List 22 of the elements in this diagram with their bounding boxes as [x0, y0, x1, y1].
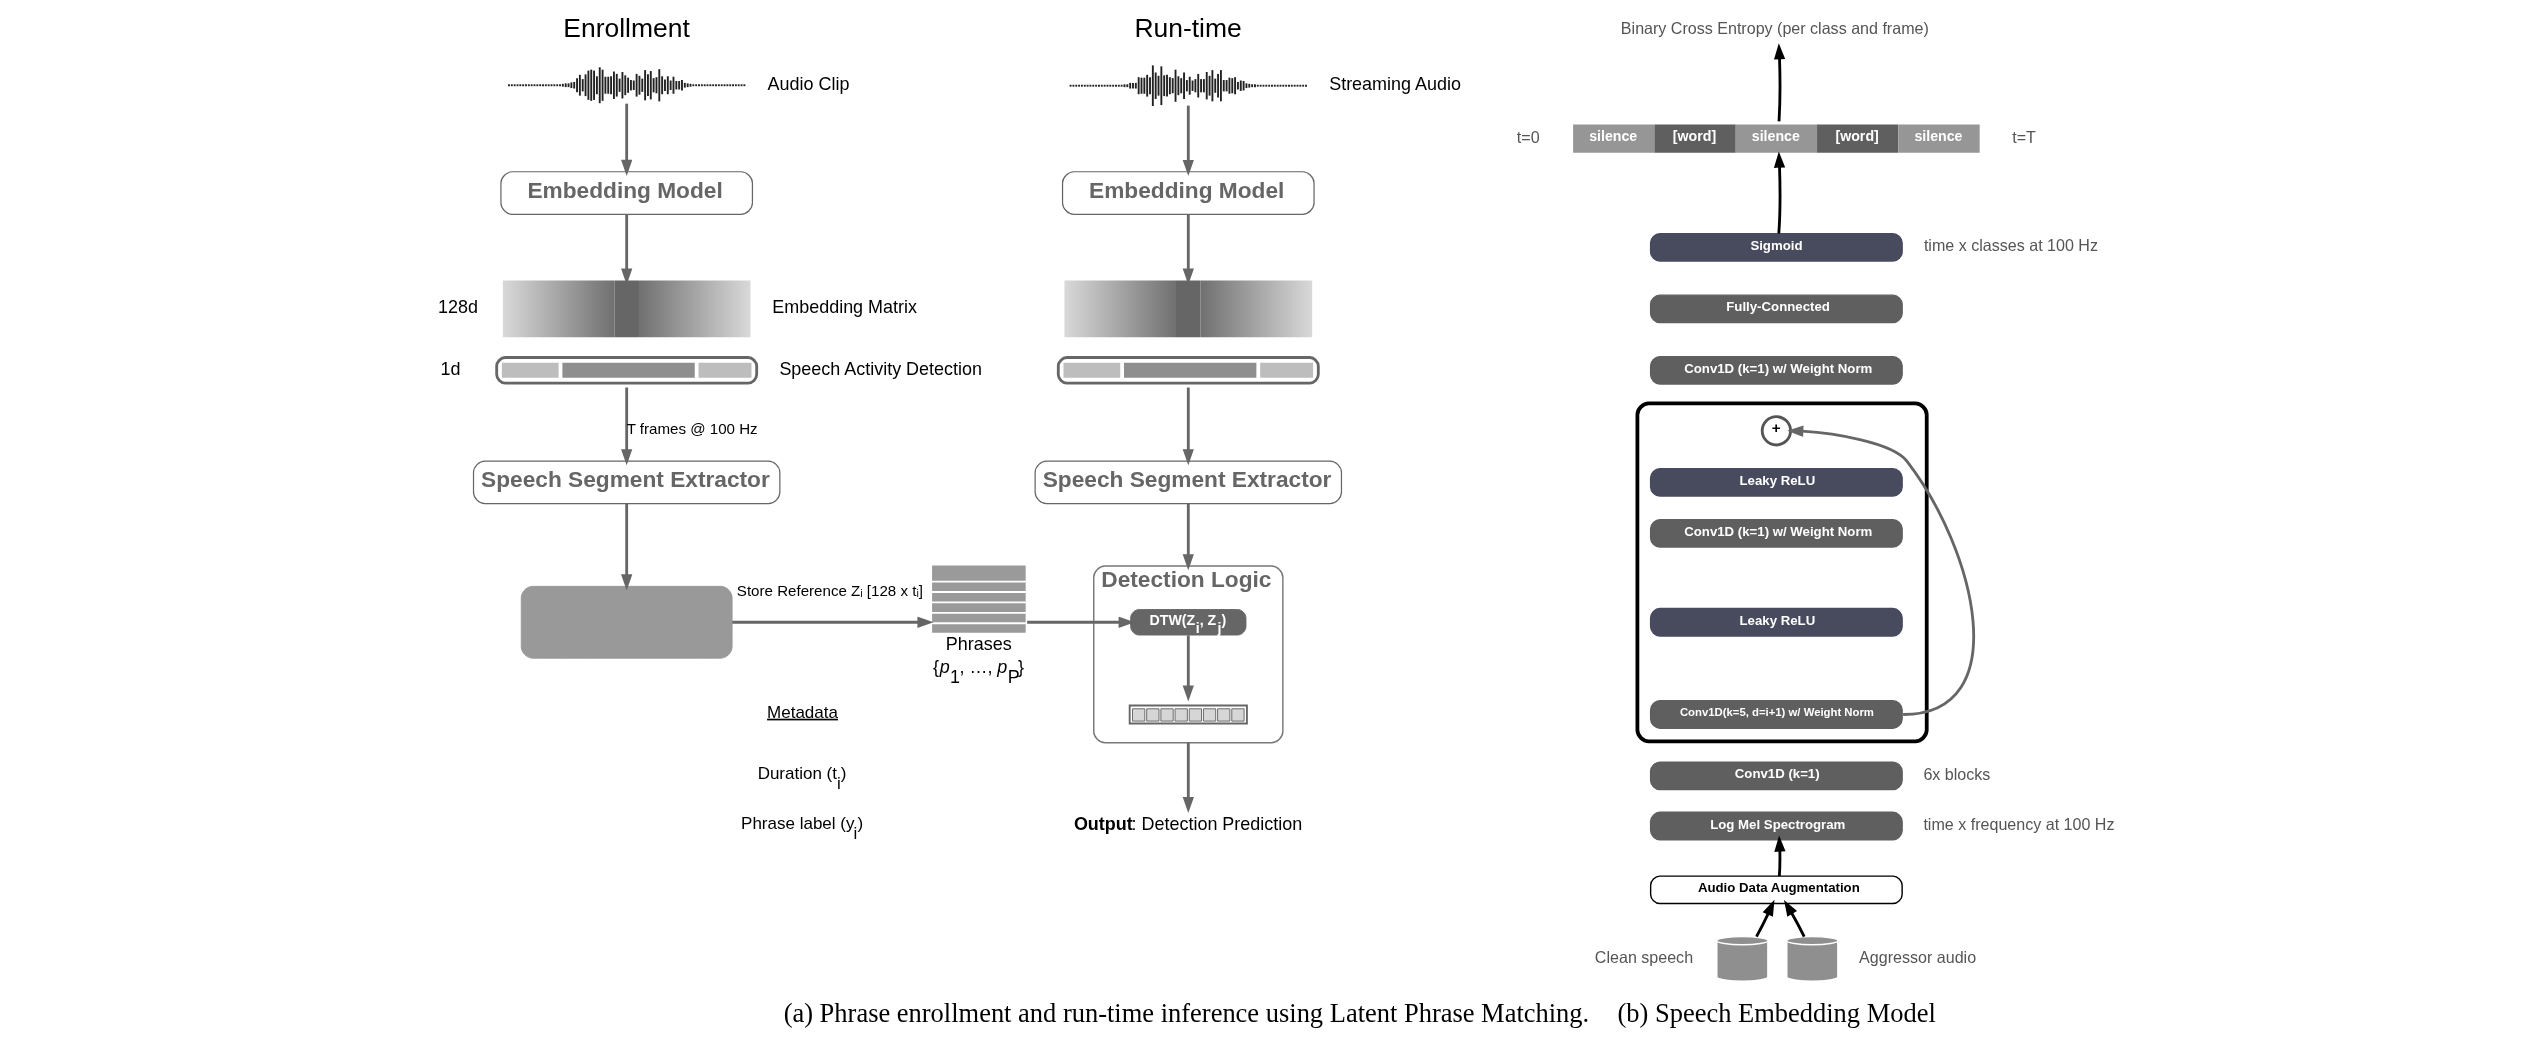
node-label: time x classes at 100 Hz — [1923, 236, 2098, 255]
node-text: Binary Cross Entropy (per class and frame) — [1620, 19, 1929, 38]
node-label: Embedding Matrix — [771, 297, 917, 318]
node-label: Speech Activity Detection — [778, 358, 982, 379]
node-label: Streaming Audio — [1328, 73, 1461, 94]
label: Run-time — [1133, 12, 1242, 43]
label: (a) Phrase enrollment and run-time inference using Latent Phrase Matching. — [783, 998, 1589, 1029]
node-text: Output: Detection Prediction — [1073, 813, 1302, 834]
node-label: 6x blocks — [1922, 764, 1990, 783]
node-label: Aggressor audio — [1858, 947, 1976, 966]
label: Enrollment — [562, 12, 690, 43]
label: (b) Speech Embedding Model — [1617, 998, 1936, 1029]
node-label: time x frequency at 100 Hz — [1922, 814, 2114, 833]
node-label: Phrases — [945, 633, 1012, 654]
node-label: Clean speech — [1594, 947, 1693, 966]
node-label: t=0 — [1516, 127, 1540, 146]
node-label: t=T — [2011, 127, 2036, 146]
node-label: Audio Clip — [767, 73, 849, 94]
edge-label: Store Reference Zᵢ [128 x tᵢ] — [736, 582, 923, 600]
node-label: 1d — [439, 358, 460, 379]
label: Metadata — [766, 702, 838, 722]
node-label: 128d — [437, 297, 478, 318]
